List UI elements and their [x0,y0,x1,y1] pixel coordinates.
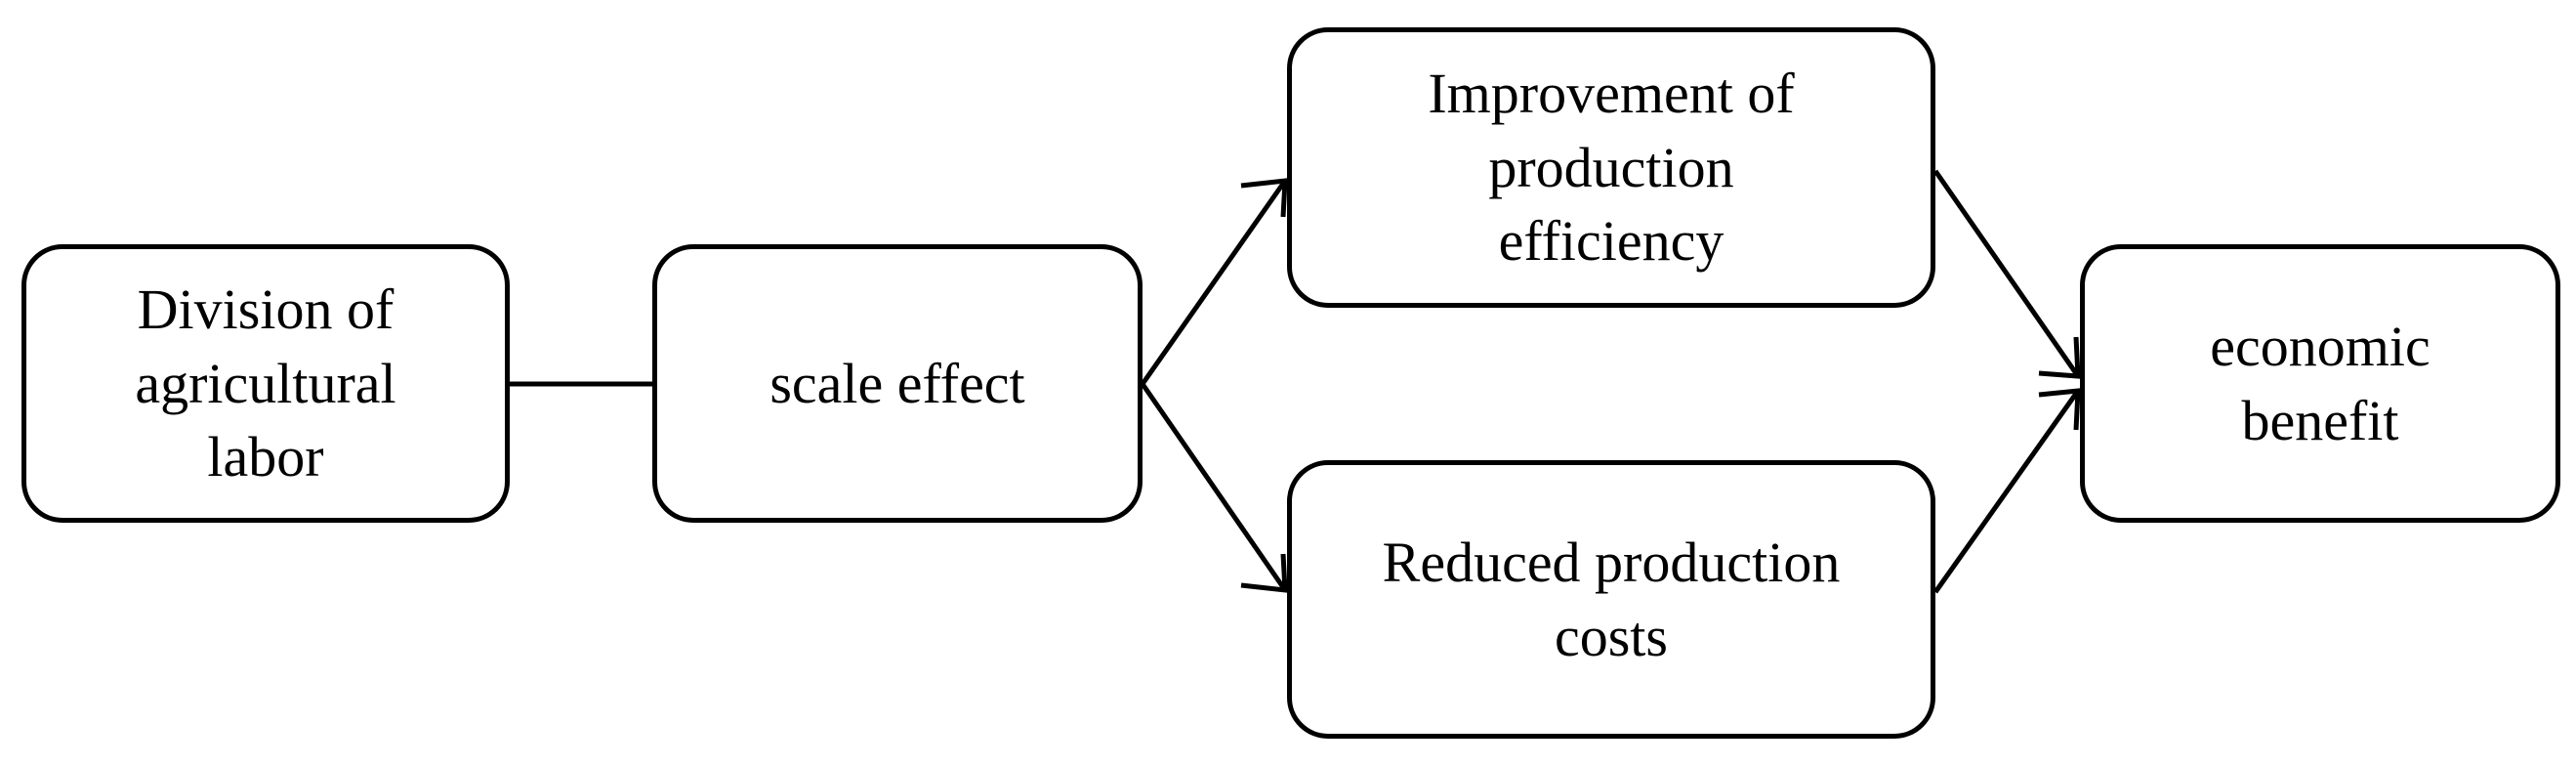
edge-improvement-to-benefit [1932,169,2081,378]
node-label: Reduced production costs [1383,526,1841,673]
node-label-line: agricultural [135,351,396,415]
node-label-line: economic [2210,315,2431,379]
node-label-line: benefit [2241,388,2399,452]
node-label-line: production [1488,135,1734,199]
node-label: Division of agricultural labor [135,273,395,493]
node-scale-effect: scale effect [652,244,1143,523]
arrowhead-reduced-to-benefit [2038,388,2081,431]
node-reduced-production-costs: Reduced production costs [1287,460,1935,739]
node-label-line: labor [207,425,324,489]
node-label-line: scale effect [769,351,1025,415]
edge-scale-to-improvement [1140,179,1288,386]
node-label-line: costs [1554,604,1668,668]
node-label-line: efficiency [1498,209,1724,274]
arrowhead-scale-to-improvement [1240,178,1288,218]
node-label-line: Division of [137,277,395,342]
node-label-line: Improvement of [1428,62,1795,126]
arrowhead-improvement-to-benefit [2038,336,2081,379]
edge-reduced-to-benefit [1932,389,2081,594]
node-division-of-agricultural-labor: Division of agricultural labor [21,244,510,523]
node-label-line: Reduced production [1382,531,1841,595]
node-label: economic benefit [2210,310,2430,457]
node-label: scale effect [769,347,1024,420]
node-label: Improvement of production efficiency [1428,57,1794,277]
arrowhead-scale-to-reduced [1240,553,1288,593]
node-economic-benefit: economic benefit [2080,244,2560,523]
edge-scale-to-reduced [1140,382,1288,592]
node-improvement-of-production-efficiency: Improvement of production efficiency [1287,27,1935,308]
